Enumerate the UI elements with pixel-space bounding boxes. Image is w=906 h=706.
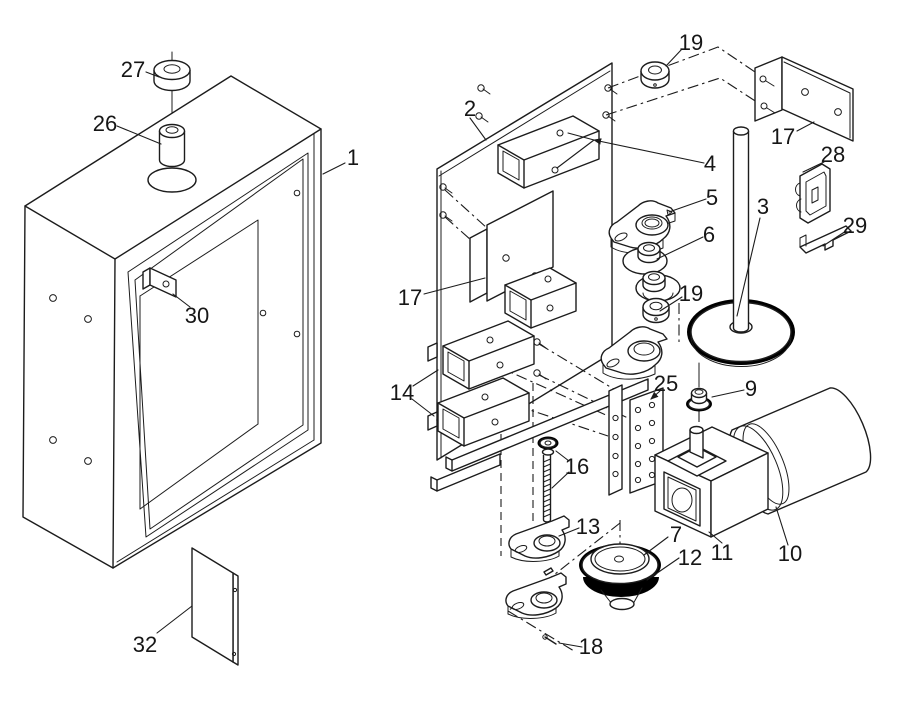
panel-tab xyxy=(427,411,438,431)
clip-bracket xyxy=(799,225,852,254)
frame-hole xyxy=(293,330,301,338)
support-rails xyxy=(430,378,649,492)
callout-10: 10 xyxy=(778,541,802,566)
callout-19-mid: 19 xyxy=(679,281,703,306)
callout-1: 1 xyxy=(347,145,359,170)
bracket-top-right xyxy=(754,56,854,142)
mount-hole xyxy=(84,457,92,465)
callout-25: 25 xyxy=(654,371,678,396)
roll-pin xyxy=(543,567,554,576)
callout-2: 2 xyxy=(464,96,476,121)
callout-16: 16 xyxy=(565,454,589,479)
cover-plate xyxy=(191,547,239,666)
screw xyxy=(602,111,616,122)
callout-3: 3 xyxy=(757,194,769,219)
grommet-cap xyxy=(153,59,191,92)
callout-32: 32 xyxy=(133,632,157,657)
pivot-arm-13b xyxy=(505,572,567,619)
bracket-mid xyxy=(469,190,577,329)
callouts: 27 26 1 30 32 2 19 17 4 28 5 3 29 6 19 1… xyxy=(93,30,867,659)
threaded-rod xyxy=(537,436,559,523)
limit-switch xyxy=(795,163,831,224)
pivot-arm-lower xyxy=(600,326,668,380)
mechanism-assembly xyxy=(427,46,872,652)
callout-14: 14 xyxy=(390,380,414,405)
callout-17-top: 17 xyxy=(771,124,795,149)
frame-hole xyxy=(293,189,301,197)
shaft-bushing-mid xyxy=(642,297,670,324)
callout-30: 30 xyxy=(185,303,209,328)
screw xyxy=(604,84,618,95)
callout-26: 26 xyxy=(93,111,117,136)
screw-pin-18 xyxy=(542,634,557,645)
callout-6: 6 xyxy=(703,222,715,247)
shaft-bushing-top xyxy=(640,61,670,89)
callout-7: 7 xyxy=(670,522,682,547)
panel-tab xyxy=(427,342,438,362)
callout-11: 11 xyxy=(711,540,734,565)
callout-28: 28 xyxy=(821,142,845,167)
shaft-hole xyxy=(147,167,197,193)
enclosure-box xyxy=(22,75,322,569)
callout-13: 13 xyxy=(576,514,600,539)
screw xyxy=(439,211,453,222)
gearbox xyxy=(654,425,769,538)
callout-17-mid: 17 xyxy=(398,285,422,310)
latch-bracket xyxy=(142,267,177,298)
pulley-stack xyxy=(622,241,681,302)
sprocket-and-pulley xyxy=(579,543,661,611)
leader-lines xyxy=(116,48,847,648)
callout-12: 12 xyxy=(678,545,702,570)
callout-19-top: 19 xyxy=(679,30,703,55)
callout-27: 27 xyxy=(121,57,145,82)
callout-29: 29 xyxy=(843,213,867,238)
screw xyxy=(475,112,489,123)
callout-4: 4 xyxy=(704,151,716,176)
mount-hole xyxy=(84,315,92,323)
frame-hole xyxy=(259,309,267,317)
enclosure-assembly xyxy=(22,51,322,666)
callout-5: 5 xyxy=(706,185,718,210)
sprocket-nut xyxy=(686,362,712,426)
standoff-tubes-left xyxy=(437,320,535,447)
mount-hole xyxy=(49,294,57,302)
pivot-arm-13a xyxy=(508,515,570,562)
callout-9: 9 xyxy=(745,376,757,401)
screw xyxy=(477,84,491,95)
mount-hole xyxy=(49,436,57,444)
screw xyxy=(439,183,453,194)
callout-18: 18 xyxy=(579,634,603,659)
spacer-bushing xyxy=(158,123,186,168)
